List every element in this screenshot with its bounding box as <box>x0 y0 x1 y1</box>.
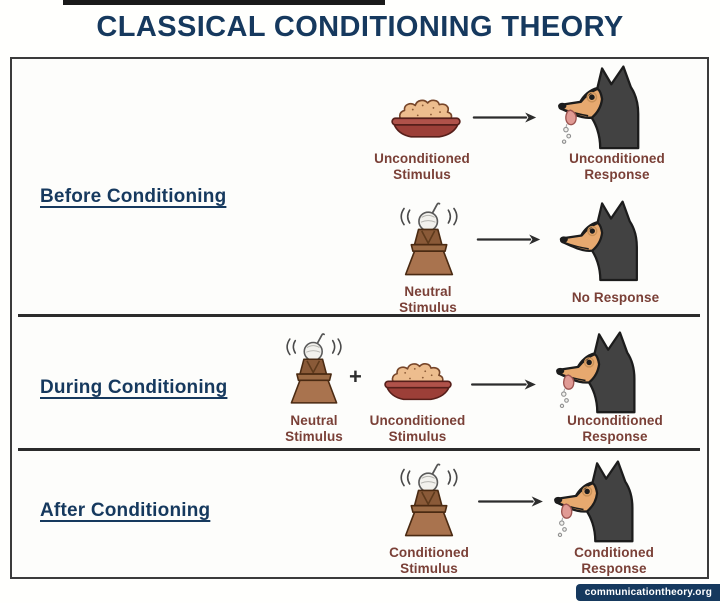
conditioned-stimulus-label: Conditioned Stimulus <box>389 545 469 576</box>
section-divider <box>18 314 700 317</box>
arrow-right-icon <box>478 495 544 508</box>
dog-head-icon <box>558 200 638 282</box>
no-response-label: No Response <box>571 290 660 305</box>
top-crop-strip <box>63 0 385 5</box>
unconditioned-response-label: Unconditioned Response <box>569 151 665 182</box>
arrow-right-icon <box>476 233 542 246</box>
section-label-after: After Conditioning <box>40 500 211 521</box>
watermark-badge: communicationtheory.org <box>575 584 720 601</box>
food-bowl-icon <box>384 363 452 401</box>
unconditioned-stimulus-label: Unconditioned Stimulus <box>369 413 466 444</box>
arrow-right-icon <box>471 378 537 391</box>
conditioned-response-label: Conditioned Response <box>574 545 654 576</box>
drooling-dog-icon <box>552 460 634 543</box>
neutral-stimulus-label: Neutral Stimulus <box>285 413 343 444</box>
neutral-stimulus-label: Neutral Stimulus <box>399 284 457 315</box>
unconditioned-response-label: Unconditioned Response <box>567 413 663 444</box>
drooling-dog-icon <box>556 65 640 150</box>
bell-icon <box>400 463 458 537</box>
plus-sign: + <box>349 364 362 389</box>
section-divider <box>18 448 700 451</box>
bell-icon <box>286 333 342 404</box>
food-bowl-icon <box>391 99 461 138</box>
unconditioned-stimulus-label: Unconditioned Stimulus <box>374 151 470 182</box>
section-label-before: Before Conditioning <box>40 186 227 207</box>
page-title: CLASSICAL CONDITIONING THEORY <box>96 11 624 43</box>
section-label-during: During Conditioning <box>40 377 228 398</box>
drooling-dog-icon <box>554 331 636 414</box>
bell-icon <box>400 202 458 276</box>
arrow-right-icon <box>472 111 538 124</box>
